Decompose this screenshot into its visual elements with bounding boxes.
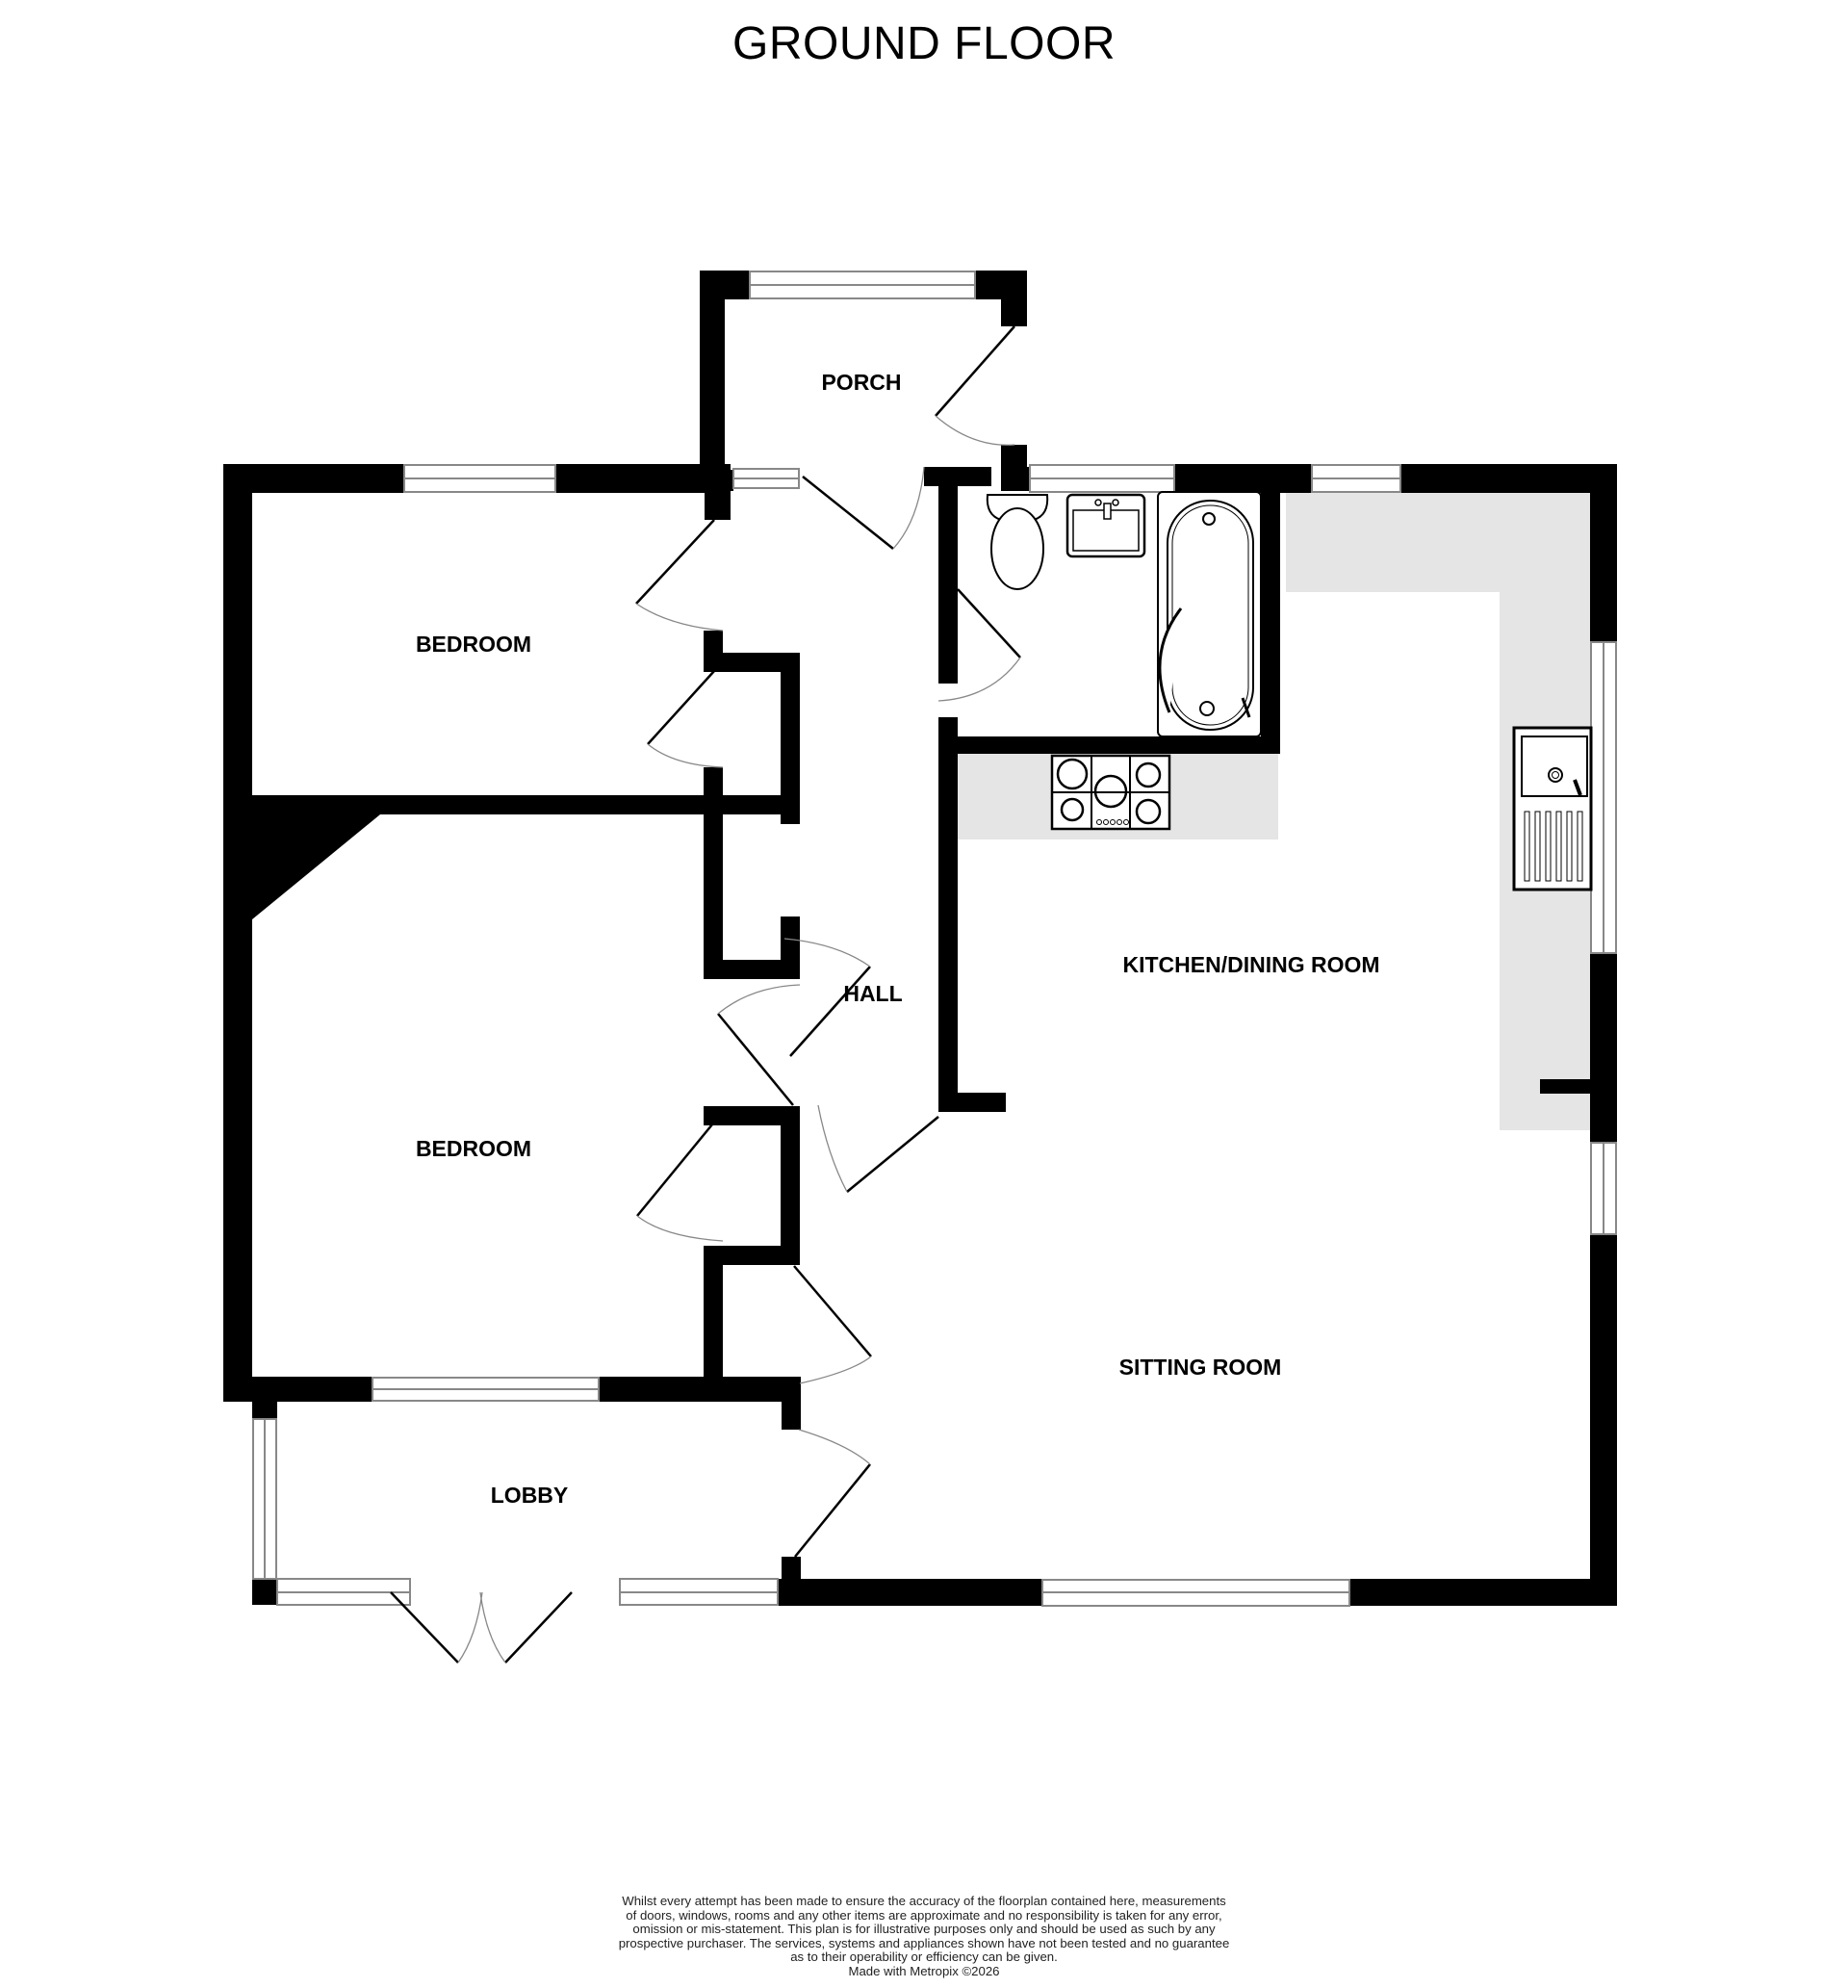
- room-label-bedroom-2: BEDROOM: [416, 1136, 531, 1161]
- disclaimer: Whilst every attempt has been made to en…: [539, 1894, 1309, 1979]
- bath-icon: [1157, 491, 1262, 737]
- disclaimer-line: as to their operability or efficiency ca…: [790, 1949, 1058, 1965]
- room-label-porch: PORCH: [821, 370, 901, 395]
- disclaimer-line: of doors, windows, rooms and any other i…: [626, 1907, 1222, 1923]
- room-label-sitting-room: SITTING ROOM: [1119, 1355, 1282, 1380]
- room-label-kitchen-dining: KITCHEN/DINING ROOM: [1122, 952, 1379, 977]
- door-swings: [457, 415, 1021, 1664]
- room-label-hall: HALL: [843, 981, 902, 1006]
- room-label-lobby: LOBBY: [491, 1483, 569, 1508]
- credit: Made with Metropix ©2026: [848, 1963, 1000, 1978]
- disclaimer-line: Whilst every attempt has been made to en…: [622, 1894, 1226, 1908]
- hob-icon: [1050, 754, 1171, 831]
- disclaimer-line: prospective purchaser. The services, sys…: [618, 1935, 1230, 1950]
- doors: [390, 325, 1021, 1664]
- basin-icon: [1065, 493, 1146, 558]
- floor-title: GROUND FLOOR: [732, 18, 1116, 69]
- disclaimer-line: omission or mis-statement. This plan is …: [632, 1922, 1216, 1937]
- toilet-icon: [986, 494, 1049, 590]
- walls: [223, 271, 1617, 1606]
- room-label-bedroom-1: BEDROOM: [416, 632, 531, 657]
- sink-icon: [1512, 726, 1593, 891]
